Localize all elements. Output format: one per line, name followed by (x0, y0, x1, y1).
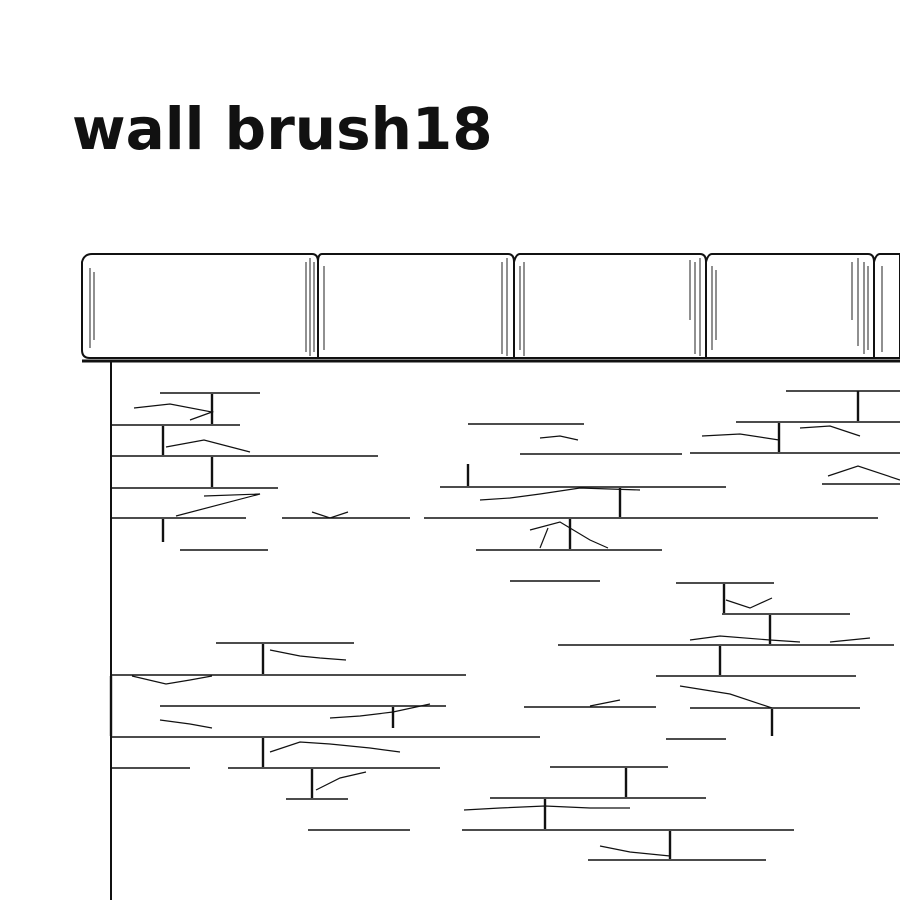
coping-stone (705, 253, 875, 359)
brick-joints (109, 391, 860, 859)
coping-stone (81, 253, 319, 359)
coping-stones (81, 253, 900, 359)
coping-stone (873, 253, 900, 359)
coping-stone (317, 253, 515, 359)
cracks (131, 403, 900, 857)
page-title: wall brush18 (72, 95, 493, 163)
mortar-lines (111, 390, 900, 861)
coping-hatching (89, 258, 883, 356)
coping-stone (513, 253, 707, 359)
